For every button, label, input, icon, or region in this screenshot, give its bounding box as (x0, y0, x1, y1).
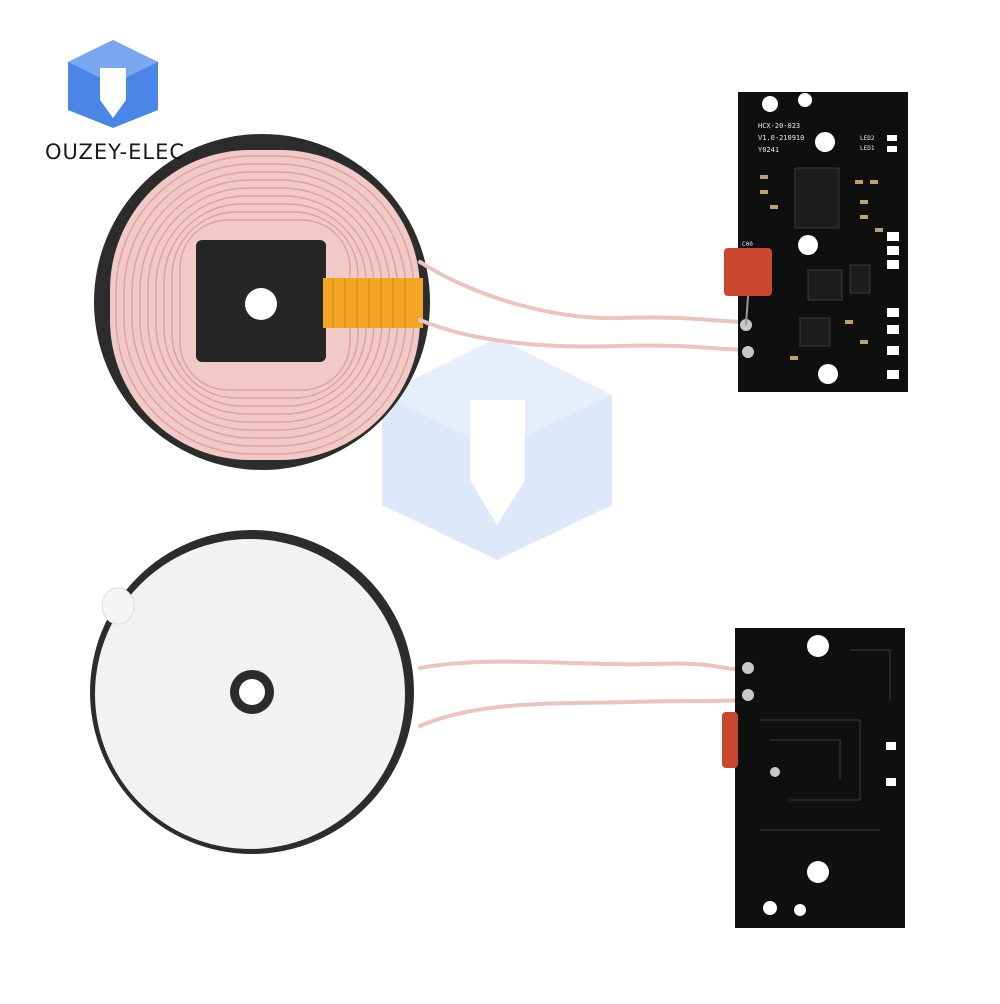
capacitor-bottom (722, 712, 738, 768)
pcb-model-label: HCX-20-023 (758, 122, 800, 130)
pcb-board-top: HCX-20-023 V1.0-210910 Y0241 LED2 LED1 C… (724, 92, 908, 392)
pcb-led1-label: LED1 (860, 145, 875, 152)
pcb-version-label: V1.0-210910 (758, 134, 804, 142)
pcb-led2-label: LED2 (860, 135, 875, 142)
transmitter-coil (94, 134, 430, 470)
brand-name: OUZEY-ELEC (45, 140, 185, 164)
pcb-board-bottom (722, 628, 905, 928)
brand-logo-icon (68, 40, 158, 128)
coil-leads-top (418, 260, 747, 352)
pcb-cap-label: C00 (742, 241, 753, 248)
pcb-code-label: Y0241 (758, 146, 779, 154)
capacitor-top (724, 248, 772, 296)
coil-leads-bottom (418, 659, 747, 728)
watermark-logo-icon (382, 338, 612, 560)
receiver-coil-back (90, 530, 414, 854)
